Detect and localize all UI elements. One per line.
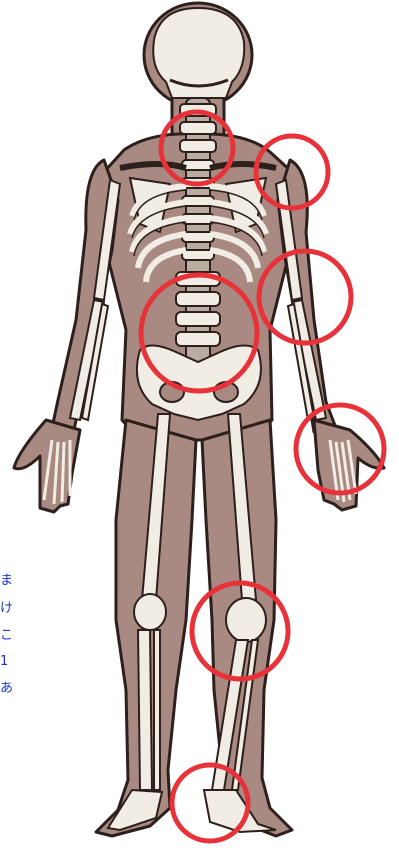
skeleton-illustration xyxy=(0,0,399,855)
